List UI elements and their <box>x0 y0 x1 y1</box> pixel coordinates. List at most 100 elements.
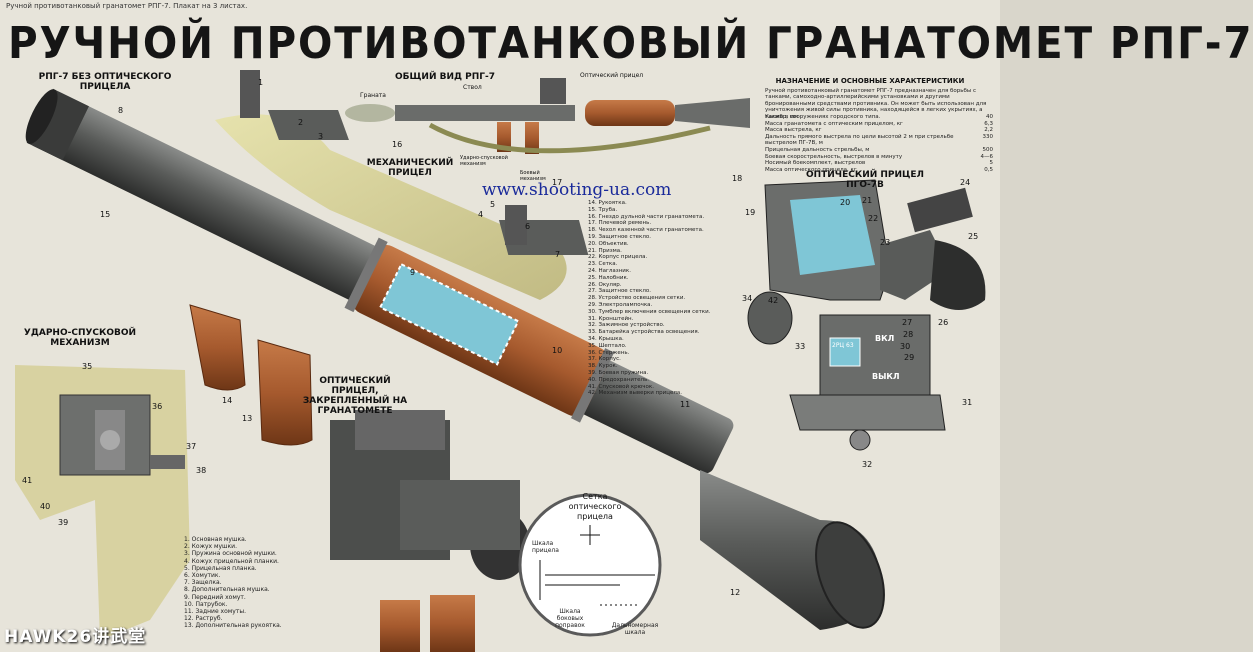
parts-list-item: 30. Тумблер включения освещения сетки. <box>588 308 711 315</box>
part-number: 42 <box>768 296 779 305</box>
spec-value: 0,5 <box>984 166 993 173</box>
spec-row: Масса гранатомета с оптическим прицелом,… <box>765 121 993 128</box>
part-number: 7 <box>555 250 561 259</box>
part-number: 1 <box>258 78 264 87</box>
part-number: 40 <box>40 502 51 511</box>
general-view-rpg <box>345 78 750 154</box>
part-number: 17 <box>552 178 563 187</box>
main-tube <box>25 88 734 474</box>
spec-value: 330 <box>982 133 994 140</box>
parts-list-item: 36. Стержень. <box>588 349 630 356</box>
spec-label: Масса выстрела, кг <box>765 127 822 134</box>
spec-label: Масса гранатомета с оптическим прицелом,… <box>765 120 903 127</box>
parts-list-item: 1. Основная мушка. <box>184 536 247 543</box>
reticle-label-lateral: Шкала боковых поправок <box>555 608 585 630</box>
reticle-label-scale: Шкала прицела <box>532 540 559 555</box>
part-number: 29 <box>904 353 915 362</box>
bottom-watermark: HAWK26讲武堂 <box>4 627 147 647</box>
spec-label: Боевая скорострельность, выстрелов в мин… <box>765 153 903 160</box>
spec-value: 40 <box>986 114 993 120</box>
reticle-label-range: Дальномерная шкала <box>611 622 659 637</box>
parts-list-item: 25. Налобник. <box>588 274 629 281</box>
part-number: 8 <box>118 106 124 115</box>
spec-value: 500 <box>982 146 994 153</box>
parts-list-item: 5. Прицельная планка. <box>184 564 257 572</box>
parts-list-item: 13. Дополнительная рукоятка. <box>184 622 282 630</box>
parts-list-item: 20. Объектив. <box>588 240 629 247</box>
part-number: 32 <box>862 460 873 469</box>
parts-list-item: 7. Защелка. <box>184 579 222 587</box>
reticle-diagram <box>518 493 662 637</box>
part-number: 14 <box>222 396 233 405</box>
part-number: 35 <box>82 362 93 371</box>
part-number: 12 <box>730 588 741 597</box>
spec-value: 2,2 <box>984 127 993 134</box>
callout-trigger: Ударно-спусковой механизм <box>460 155 508 167</box>
part-number: 27 <box>902 318 913 327</box>
switch-on-label: ВКЛ <box>875 334 895 343</box>
spec-row: Дальность прямого выстрела по цели высот… <box>765 134 993 147</box>
label-general-view: ОБЩИЙ ВИД РПГ-7 <box>394 72 496 82</box>
label-trigger: УДАРНО-СПУСКОВОЙ МЕХАНИЗМ <box>23 328 137 348</box>
spec-row: Боевая скорострельность, выстрелов в мин… <box>765 154 993 161</box>
parts-list-item: 9. Передний хомут. <box>184 593 246 601</box>
parts-list-item: 23. Сетка. <box>588 261 618 268</box>
header-small-text: Ручной противотанковый гранатомет РПГ-7.… <box>6 2 248 10</box>
spec-label: Прицельная дальность стрельбы, м <box>765 146 870 153</box>
spec-row: Прицельная дальность стрельбы, м 500 <box>765 147 993 154</box>
parts-list-item: 17. Плечевой ремень. <box>588 220 652 227</box>
label-mech-sight: МЕХАНИЧЕСКИЙ ПРИЦЕЛ <box>366 158 454 178</box>
parts-list-item: 21. Призма. <box>588 247 622 254</box>
part-number: 3 <box>318 132 324 141</box>
pgo7v-cutaway <box>747 179 986 451</box>
parts-list-item: 29. Электролампочка. <box>588 301 653 308</box>
spec-value: 4—6 <box>980 153 994 160</box>
part-number: 4 <box>478 210 484 219</box>
parts-list-item: 35. Шептало. <box>588 342 627 349</box>
parts-list-item: 14. Рукоятка. <box>588 200 627 206</box>
parts-list-item: 28. Устройство освещения сетки. <box>588 295 686 302</box>
part-number: 19 <box>745 208 756 217</box>
callout-grenade: Граната <box>360 92 386 99</box>
parts-list-item: 40. Предохранитель. <box>588 376 650 383</box>
parts-list-item: 42. Механизм выверки прицела. <box>588 390 683 397</box>
parts-list-item: 16. Гнездо дульной части гранатомета. <box>588 213 705 220</box>
part-number: 39 <box>58 518 69 527</box>
part-number: 20 <box>840 198 851 207</box>
parts-list-item: 11. Задние хомуты. <box>184 608 246 616</box>
parts-list-item: 26. Окуляр. <box>588 281 622 288</box>
part-number: 36 <box>152 402 163 411</box>
part-number: 25 <box>968 232 979 241</box>
sight-background-shape <box>215 114 567 301</box>
parts-list-item: 4. Кожух прицельной планки. <box>184 557 279 565</box>
callout-barrel: Ствол <box>463 84 482 91</box>
parts-list-item: 24. Наглазник. <box>588 267 631 274</box>
part-number: 33 <box>795 342 806 351</box>
label-no-optic: РПГ-7 БЕЗ ОПТИЧЕСКОГО ПРИЦЕЛА <box>38 72 172 92</box>
parts-list-item: 33. Батарейка устройства освещения. <box>588 329 700 336</box>
switch-off-label: ВЫКЛ <box>872 372 900 381</box>
battery-label: 2РЦ 63 <box>832 342 854 349</box>
part-number: 26 <box>938 318 949 327</box>
parts-list-item: 38. Курок. <box>588 363 618 370</box>
spec-label: Масса оптического прицела, кг <box>765 166 857 173</box>
parts-list-item: 34. Крышка. <box>588 335 624 342</box>
part-number: 15 <box>100 210 111 219</box>
spec-label: Носимый боекомплект, выстрелов <box>765 160 866 167</box>
parts-list-item: 15. Труба. <box>588 206 618 213</box>
parts-list-item: 18. Чехол казенной части гранатомета. <box>588 227 704 234</box>
label-reticle: Сетка оптического прицела <box>568 492 622 521</box>
callout-mech: Боевый механизм <box>520 170 546 182</box>
part-number: 34 <box>742 294 753 303</box>
spec-row: Масса выстрела, кг 2,2 <box>765 127 993 134</box>
front-sight-detail <box>240 70 349 140</box>
part-number: 2 <box>298 118 304 127</box>
label-optic-pgo: ОПТИЧЕСКИЙ ПРИЦЕЛ ПГО-7В <box>805 170 925 190</box>
part-number: 41 <box>22 476 33 485</box>
parts-list-item: 31. Кронштейн. <box>588 315 634 322</box>
part-number: 18 <box>732 174 743 183</box>
parts-list-item: 8. Дополнительная мушка. <box>184 586 270 594</box>
part-number: 6 <box>525 222 531 231</box>
